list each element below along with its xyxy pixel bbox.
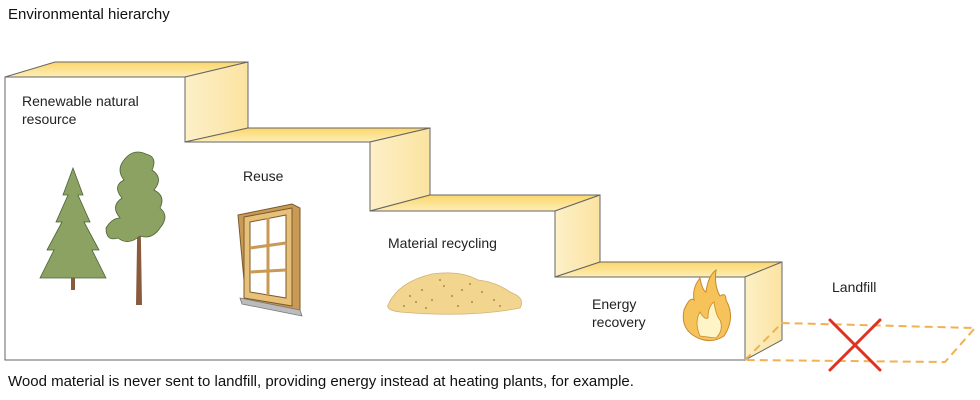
step-label-renewable: Renewable natural resource <box>22 93 139 127</box>
step-label-reuse: Reuse <box>243 168 284 184</box>
trees-icon <box>39 151 166 305</box>
page-title: Environmental hierarchy <box>8 6 170 23</box>
step-label-landfill: Landfill <box>832 279 877 295</box>
landfill-outline <box>742 321 978 364</box>
fire-icon <box>682 268 731 342</box>
window-icon <box>237 203 303 317</box>
step4-riser <box>744 261 783 361</box>
sawdust-pile-icon <box>387 272 523 315</box>
step-label-energy-recovery: Energy recovery <box>592 296 646 330</box>
step-label-material-recycling: Material recycling <box>388 235 497 251</box>
cross-icon <box>828 318 882 372</box>
caption: Wood material is never sent to landfill,… <box>8 373 634 390</box>
